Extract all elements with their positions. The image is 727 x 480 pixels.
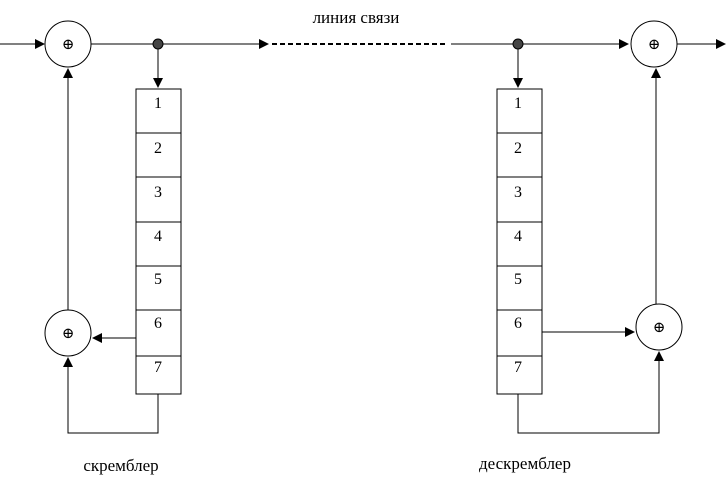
descrambler-tap-dot: [512, 38, 524, 50]
register-cell-7: 7: [154, 359, 162, 376]
scrambler-bottom-xor: ⊕: [44, 309, 92, 357]
scrambler-tap-dot: [152, 38, 164, 50]
register-cell-6: 6: [154, 315, 162, 332]
register-cell-7: 7: [514, 359, 522, 376]
descrambler-bottom-xor: ⊕: [635, 303, 683, 351]
svg-text:⊕: ⊕: [653, 320, 666, 336]
register-cell-3: 3: [154, 184, 162, 201]
register-cell-2: 2: [514, 140, 522, 157]
svg-text:⊕: ⊕: [62, 37, 75, 53]
svg-text:⊕: ⊕: [62, 326, 75, 342]
scrambler-label: скремблер: [83, 456, 158, 475]
svg-text:⊕: ⊕: [648, 37, 661, 53]
descrambler-shift-register: 1 2 3 4 5 6 7: [496, 88, 543, 395]
descrambler-label: дескремблер: [479, 454, 571, 473]
register-cell-4: 4: [154, 228, 162, 245]
scrambler-tap7-loop: [63, 357, 159, 434]
register-cell-5: 5: [514, 271, 522, 288]
register-cell-1: 1: [514, 95, 522, 112]
register-cell-4: 4: [514, 228, 522, 245]
descrambler-top-xor: ⊕: [630, 20, 678, 68]
register-cell-6: 6: [514, 315, 522, 332]
scrambler-shift-register: 1 2 3 4 5 6 7: [135, 88, 182, 395]
register-cell-1: 1: [154, 95, 162, 112]
descrambler-tap7-loop: [517, 351, 664, 434]
register-cell-3: 3: [514, 184, 522, 201]
register-cell-2: 2: [154, 140, 162, 157]
scrambler-top-xor: ⊕: [44, 20, 92, 68]
channel-label: линия связи: [313, 8, 400, 27]
register-cell-5: 5: [154, 271, 162, 288]
